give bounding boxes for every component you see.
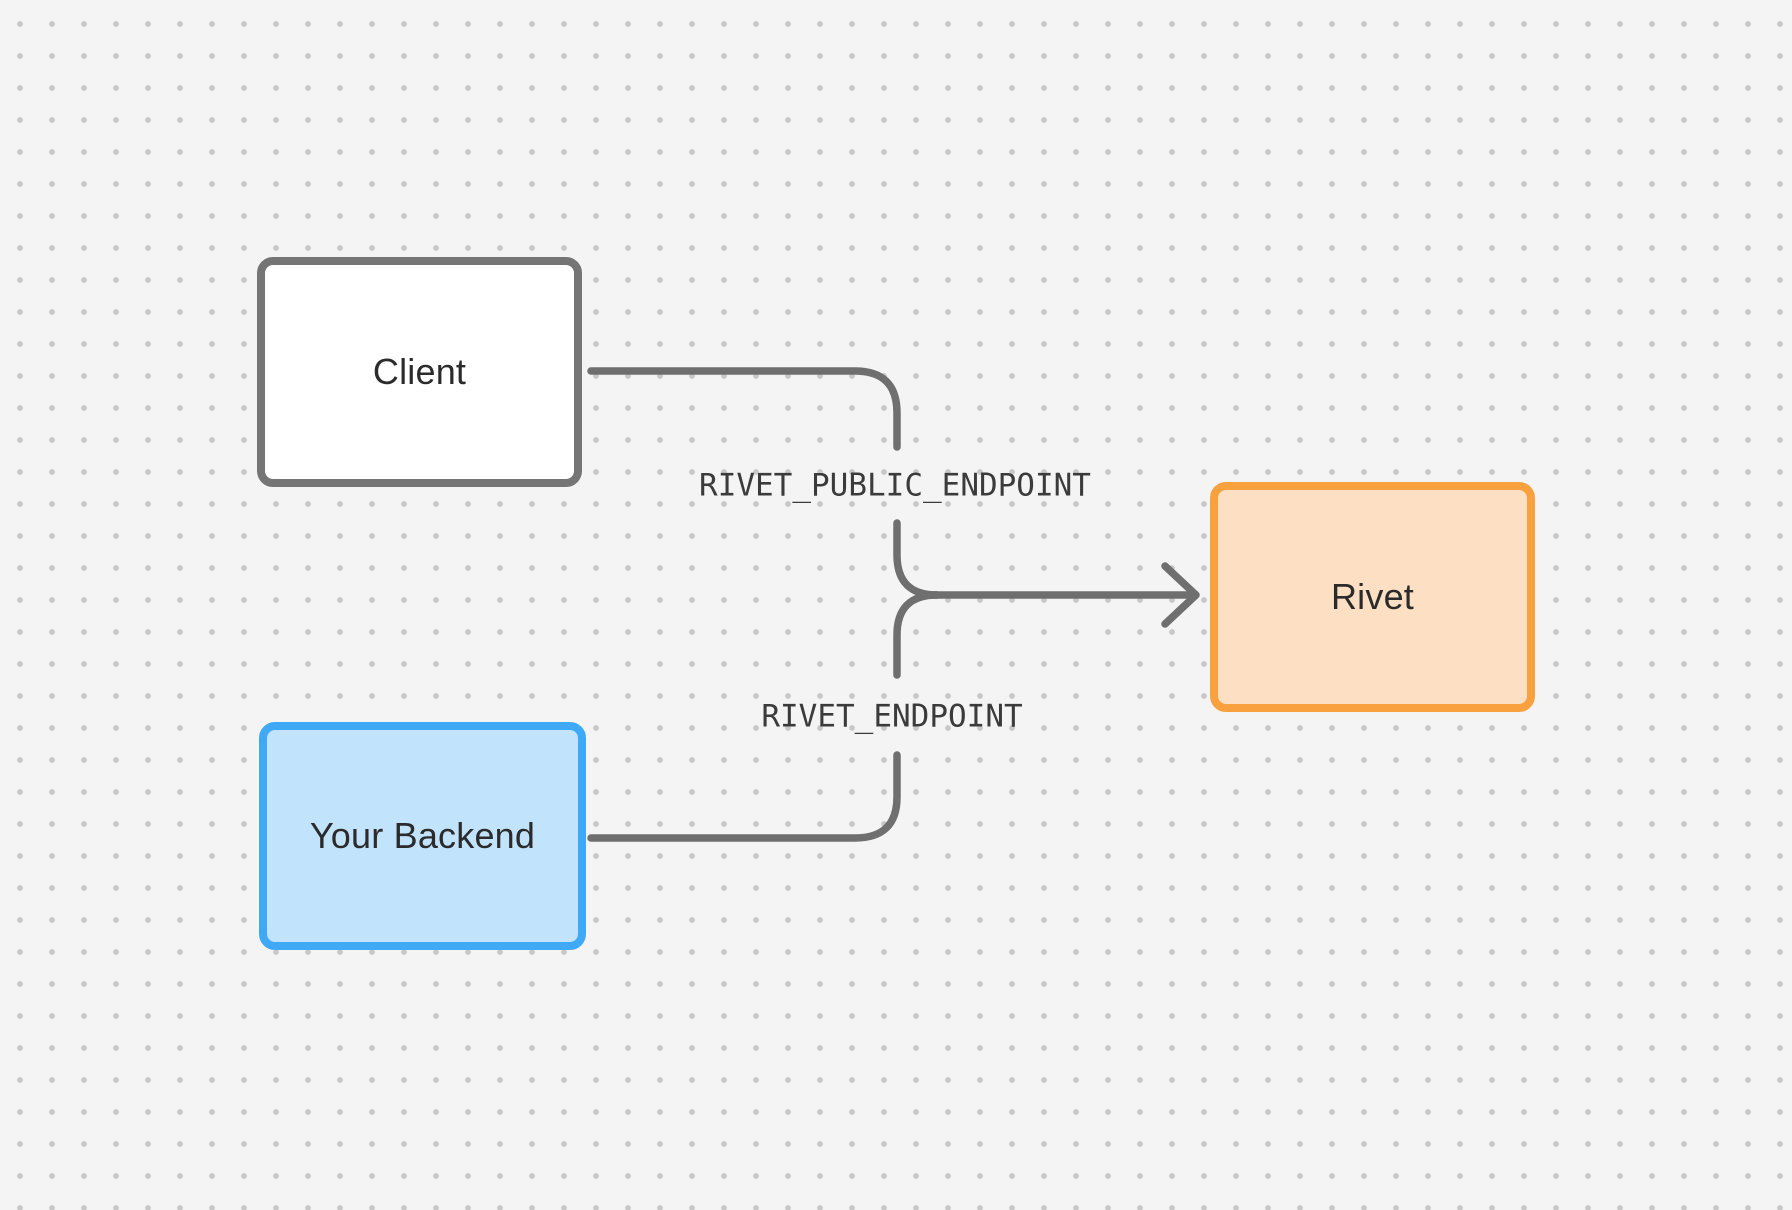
- node-your-backend: Your Backend: [259, 722, 586, 950]
- edge-client-merge-segment: [893, 519, 941, 599]
- node-client-label: Client: [372, 351, 467, 392]
- node-rivet-label: Rivet: [1330, 576, 1415, 617]
- arrowhead-icon: [1161, 562, 1200, 628]
- node-client: Client: [257, 257, 582, 487]
- edge-backend-segment: [587, 751, 901, 842]
- node-your-backend-label: Your Backend: [309, 815, 536, 856]
- edge-label-rivet-endpoint: RIVET_ENDPOINT: [761, 698, 1023, 735]
- edge-backend-merge-segment: [893, 591, 941, 679]
- node-rivet: Rivet: [1210, 482, 1535, 712]
- edge-group: [587, 367, 1200, 842]
- edge-label-rivet-public-endpoint: RIVET_PUBLIC_ENDPOINT: [699, 467, 1091, 504]
- edge-client-segment: [587, 367, 901, 451]
